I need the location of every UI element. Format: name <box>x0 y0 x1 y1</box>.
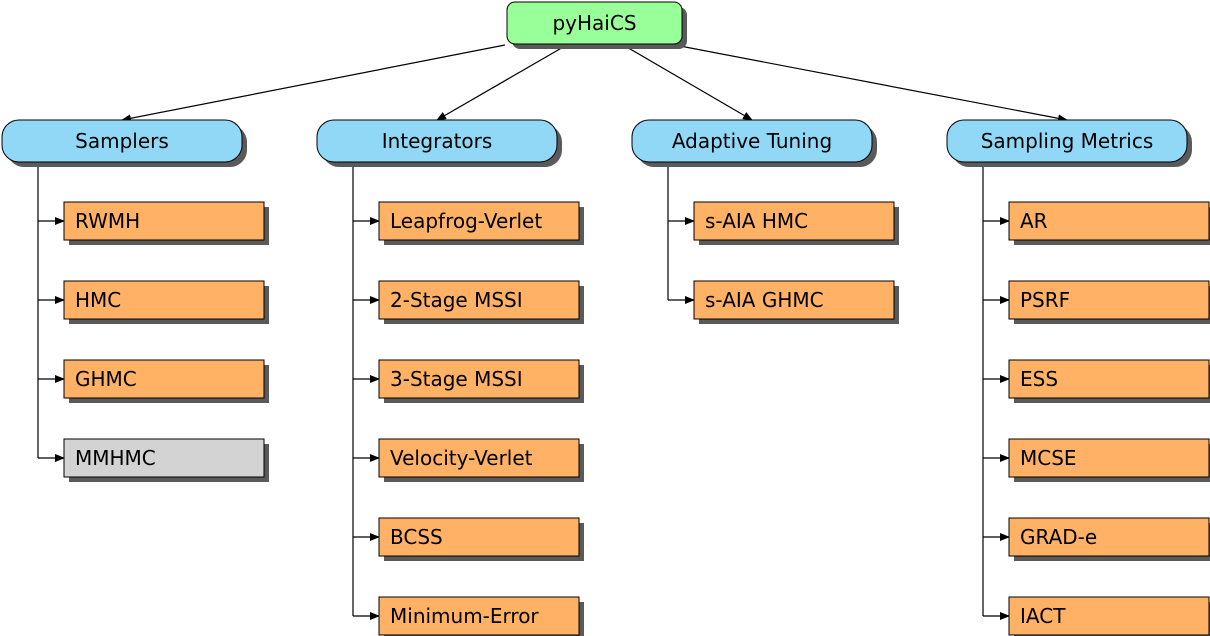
root-node-box <box>506 1 683 45</box>
leaf-psrf: PSRF <box>1008 280 1210 324</box>
leaf-mcse: MCSE <box>1008 438 1210 482</box>
leaf-mmhmc: MMHMC <box>63 438 269 482</box>
category-adaptive-tuning: Adaptive Tuning <box>631 119 877 167</box>
leaf-hmc-box <box>63 280 265 320</box>
leaf-ar-box <box>1008 201 1210 241</box>
leaf-s-aia-hmc-box <box>693 201 895 241</box>
leaf-rwmh-box <box>63 201 265 241</box>
connector-layer <box>37 44 1068 620</box>
leaf-leapfrog-verlet-box <box>378 201 580 241</box>
category-sampling-metrics-box <box>946 119 1188 163</box>
edge-root-to-adaptive-tuning <box>624 45 753 121</box>
leaf-psrf-box <box>1008 280 1210 320</box>
leaf-velocity-verlet-box <box>378 438 580 478</box>
leaf-iact-box <box>1008 596 1210 636</box>
leaf-ess: ESS <box>1008 359 1210 403</box>
category-sampling-metrics: Sampling Metrics <box>946 119 1192 167</box>
category-samplers-box <box>1 119 243 163</box>
leaf-3-stage-mssi: 3-Stage MSSI <box>378 359 584 403</box>
leaf-minimum-error: Minimum-Error <box>378 596 584 636</box>
leaf-iact-label: IACT <box>1020 604 1066 628</box>
leaf-s-aia-hmc-label: s-AIA HMC <box>705 209 808 233</box>
leaf-hmc-label: HMC <box>75 288 121 312</box>
leaf-mmhmc-box <box>63 438 265 478</box>
leaf-s-aia-hmc: s-AIA HMC <box>693 201 899 245</box>
leaf-velocity-verlet: Velocity-Verlet <box>378 438 584 482</box>
leaf-iact: IACT <box>1008 596 1210 636</box>
leaf-ghmc-box <box>63 359 265 399</box>
leaf-2-stage-mssi-label: 2-Stage MSSI <box>390 288 523 312</box>
category-integrators-box <box>316 119 558 163</box>
leaf-mmhmc-label: MMHMC <box>75 446 156 470</box>
leaf-s-aia-ghmc: s-AIA GHMC <box>693 280 899 324</box>
category-adaptive-tuning-label: Adaptive Tuning <box>672 129 832 153</box>
leaf-ess-box <box>1008 359 1210 399</box>
leaf-hmc: HMC <box>63 280 269 324</box>
leaf-ar-label: AR <box>1020 209 1048 233</box>
root-node: pyHaiCS <box>506 1 687 49</box>
category-sampling-metrics-label: Sampling Metrics <box>981 129 1154 153</box>
leaf-rwmh: RWMH <box>63 201 269 245</box>
edge-root-to-sampling-metrics <box>679 45 1068 123</box>
leaf-mcse-box <box>1008 438 1210 478</box>
category-samplers-label: Samplers <box>75 129 169 153</box>
leaf-grad-e-box <box>1008 517 1210 557</box>
leaf-ghmc-label: GHMC <box>75 367 137 391</box>
leaf-bcss-label: BCSS <box>390 525 443 549</box>
leaf-rwmh-label: RWMH <box>75 209 140 233</box>
leaf-leapfrog-verlet-label: Leapfrog-Verlet <box>390 209 542 233</box>
leaf-ess-label: ESS <box>1020 367 1058 391</box>
leaf-velocity-verlet-label: Velocity-Verlet <box>390 446 533 470</box>
leaf-2-stage-mssi-box <box>378 280 580 320</box>
category-samplers: Samplers <box>1 119 247 167</box>
category-integrators: Integrators <box>316 119 562 167</box>
leaf-3-stage-mssi-box <box>378 359 580 399</box>
leaf-grad-e: GRAD-e <box>1008 517 1210 561</box>
leaf-leapfrog-verlet: Leapfrog-Verlet <box>378 201 584 245</box>
category-adaptive-tuning-box <box>631 119 873 163</box>
leaf-bcss-box <box>378 517 580 557</box>
leaf-minimum-error-label: Minimum-Error <box>390 604 539 628</box>
edge-root-to-integrators <box>436 45 566 121</box>
leaf-ghmc: GHMC <box>63 359 269 403</box>
leaf-psrf-label: PSRF <box>1020 288 1070 312</box>
leaf-s-aia-ghmc-label: s-AIA GHMC <box>705 288 824 312</box>
leaf-minimum-error-box <box>378 596 580 636</box>
leaf-bcss: BCSS <box>378 517 584 561</box>
root-node-label: pyHaiCS <box>552 11 636 35</box>
leaf-ar: AR <box>1008 201 1210 245</box>
leaf-grad-e-label: GRAD-e <box>1020 525 1097 549</box>
leaf-3-stage-mssi-label: 3-Stage MSSI <box>390 367 523 391</box>
leaf-s-aia-ghmc-box <box>693 280 895 320</box>
edge-root-to-samplers <box>121 44 506 123</box>
leaf-2-stage-mssi: 2-Stage MSSI <box>378 280 584 324</box>
leaf-mcse-label: MCSE <box>1020 446 1077 470</box>
category-integrators-label: Integrators <box>382 129 493 153</box>
